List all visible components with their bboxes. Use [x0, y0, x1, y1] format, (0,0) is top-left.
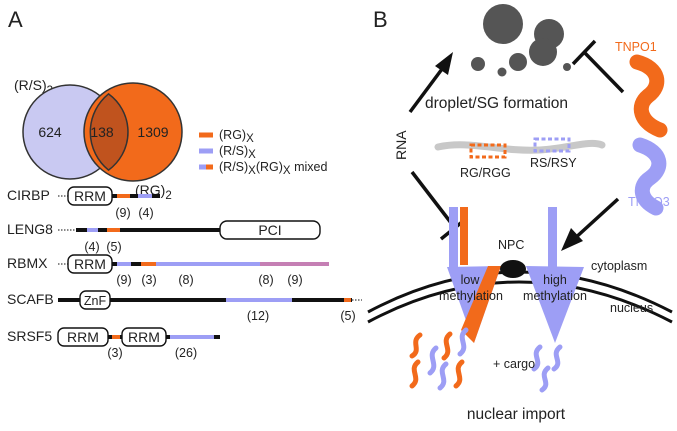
panel-b-label: B	[373, 7, 388, 32]
repeat-count: (12)	[247, 309, 269, 323]
npc-pore	[500, 260, 526, 278]
repeat-count: (5)	[106, 240, 121, 254]
rs-region-box	[533, 137, 571, 153]
protein-name: LENG8	[7, 221, 53, 237]
protein-name: RBMX	[7, 255, 48, 271]
droplet-label: droplet/SG formation	[425, 95, 568, 112]
venn-overlap	[89, 92, 129, 172]
imported-proteins-high	[531, 344, 563, 393]
domain-label: RRM	[128, 329, 160, 345]
venn-right-count: 1309	[137, 124, 168, 140]
rna-label: RNA	[393, 130, 409, 160]
domain-label: ZnF	[84, 294, 107, 308]
nucleus-label: nucleus	[610, 301, 653, 315]
rna-inhibition-arrow	[410, 170, 469, 241]
npc-label: NPC	[498, 238, 524, 252]
repeat-count: (4)	[138, 206, 153, 220]
venn-left-count: 624	[38, 124, 62, 140]
legend-text-rs: (R/S)X	[219, 144, 256, 161]
high-methylation-funnel	[526, 207, 584, 343]
protein-rbmx: RBMX RRM (9) (3) (8) (8) (9)	[7, 254, 329, 287]
repeat-count: (3)	[141, 273, 156, 287]
repeat-count: (9)	[116, 273, 131, 287]
domain-box	[67, 254, 113, 274]
legend: (RG)X (R/S)X (R/S)X(RG)X mixed	[199, 128, 327, 177]
protein-leng8: LENG8 PCI (4) (5)	[7, 220, 321, 254]
protein-scafb: SCAFB ZnF (12) (5)	[7, 290, 362, 323]
tnpo1-inhibition-arrow	[571, 39, 625, 94]
protein-cirbp: CIRBP RRM (9) (4)	[7, 186, 160, 220]
domain-box	[67, 186, 113, 206]
legend-text-mixed: (R/S)X(RG)X mixed	[219, 160, 327, 177]
tnpo1-label: TNPO1	[615, 40, 657, 54]
legend-text-rg: (RG)X	[219, 128, 254, 145]
domain-box	[57, 327, 109, 347]
venn-right-label: (RG)2	[135, 182, 172, 202]
domain-label: PCI	[258, 222, 281, 238]
repeat-count: (8)	[178, 273, 193, 287]
rg-label: RG/RGG	[460, 166, 511, 180]
low-label-1: low	[461, 273, 481, 287]
repeat-count: (5)	[340, 309, 355, 323]
imported-proteins-low	[409, 327, 469, 391]
repeat-count: (9)	[287, 273, 302, 287]
nuclear-import-label: nuclear import	[467, 406, 566, 423]
rs-label: RS/RSY	[530, 156, 577, 170]
tnpo3-arrow	[561, 197, 620, 251]
cytoplasm-label: cytoplasm	[591, 259, 647, 273]
venn-diagram: (R/S)3 624 138 1309 (RG)2	[14, 77, 183, 202]
tnpo1-shape	[629, 54, 668, 138]
protein-strand	[434, 139, 606, 154]
domain-box	[121, 327, 167, 347]
tnpo3-label: TNPO3	[628, 195, 670, 209]
domain-box	[79, 290, 111, 310]
cargo-label: + cargo	[493, 357, 535, 371]
protein-name: CIRBP	[7, 187, 50, 203]
domain-label: RRM	[67, 329, 99, 345]
low-methylation-funnel	[447, 207, 501, 343]
high-label-2: methylation	[523, 289, 587, 303]
repeat-count: (26)	[175, 346, 197, 360]
repeat-count: (9)	[115, 206, 130, 220]
protein-name: SCAFB	[7, 291, 54, 307]
repeat-count: (3)	[107, 346, 122, 360]
domain-label: RRM	[74, 188, 106, 204]
repeat-count: (4)	[84, 240, 99, 254]
low-label-2: methylation	[439, 289, 503, 303]
rna-arrow	[408, 52, 453, 114]
protein-srsf5: SRSF5 RRM RRM (3) (26)	[7, 327, 220, 360]
tnpo3-shape	[632, 137, 667, 216]
domain-box	[219, 220, 321, 240]
repeat-count: (8)	[258, 273, 273, 287]
venn-overlap-count: 138	[90, 124, 114, 140]
high-label-1: high	[543, 273, 567, 287]
droplets	[471, 4, 571, 77]
rg-region-box	[469, 143, 507, 159]
panel-a-label: A	[8, 7, 23, 32]
domain-label: RRM	[74, 256, 106, 272]
protein-name: SRSF5	[7, 328, 52, 344]
